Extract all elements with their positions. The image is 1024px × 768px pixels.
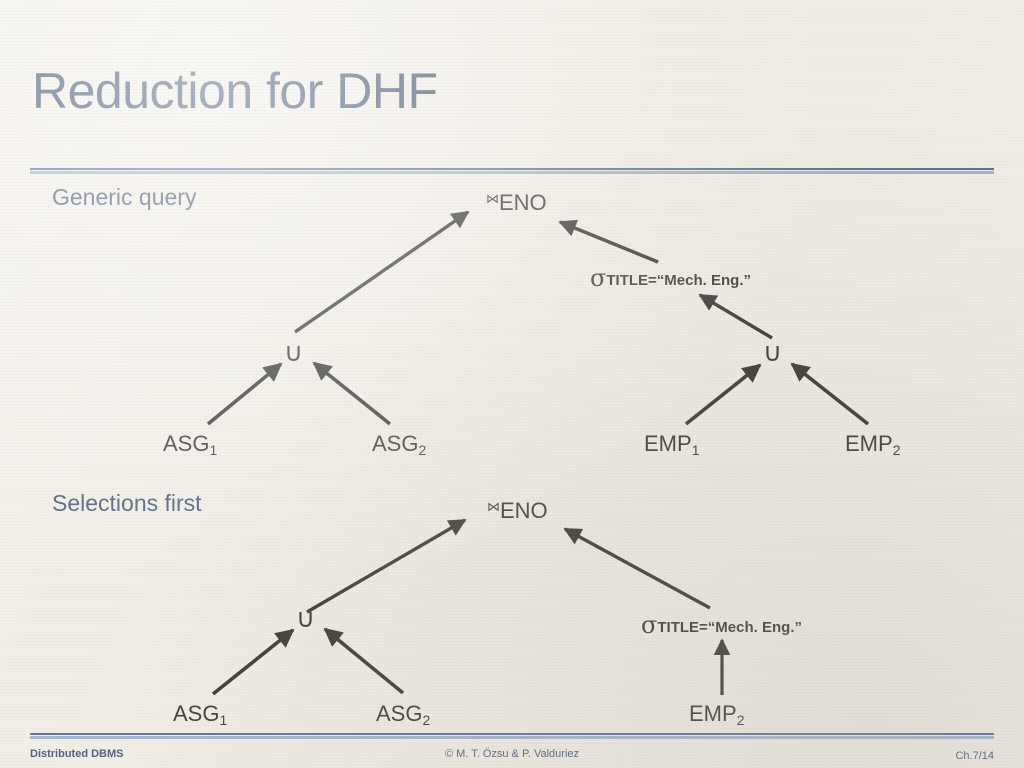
- relation-subscript: 2: [892, 442, 901, 458]
- select-predicate-label: TITLE=“Mech. Eng.”: [657, 619, 802, 636]
- tree-leaf-emp2: EMP2: [689, 701, 745, 728]
- join-attribute-label: ENO: [499, 190, 547, 215]
- page-title: Reduction for DHF: [32, 63, 438, 119]
- edge-generic-asg1-to-union: [206, 362, 283, 426]
- relation-name: EMP: [689, 701, 737, 726]
- sigma-icon: σ: [641, 611, 658, 639]
- footer-page-number: Ch.7/14: [955, 750, 994, 762]
- edge-selections-union-to-join: [306, 518, 467, 614]
- relation-subscript: 1: [209, 442, 218, 458]
- relation-subscript: 1: [691, 442, 700, 458]
- footer-divider: [30, 733, 994, 739]
- section-label-generic-query: Generic query: [52, 184, 197, 210]
- select-predicate-label: TITLE=“Mech. Eng.”: [606, 272, 751, 289]
- footer-copyright: © M. T. Özsu & P. Valduriez: [444, 748, 580, 760]
- union-icon: ∪: [296, 604, 316, 634]
- join-icon: ⋈: [487, 499, 500, 514]
- tree-node-select-title: σTITLE=“Mech. Eng.”: [590, 266, 751, 290]
- edge-generic-emp2-to-union: [790, 362, 870, 426]
- union-icon: ∪: [763, 338, 783, 368]
- relation-name: ASG: [372, 431, 419, 456]
- tree-leaf-asg1: ASG1: [163, 431, 218, 458]
- tree-leaf-emp1: EMP1: [644, 431, 700, 458]
- union-icon: ∪: [284, 338, 304, 368]
- tree-node-select-title: σTITLE=“Mech. Eng.”: [641, 613, 802, 637]
- relation-name: EMP: [644, 431, 692, 456]
- tree-node-join-eno: ⋈ENO: [486, 192, 547, 214]
- tree-node-union-asg: ∪: [296, 606, 315, 632]
- relation-subscript: 2: [418, 442, 427, 458]
- relation-name: ASG: [173, 701, 220, 726]
- join-attribute-label: ENO: [500, 498, 548, 523]
- header-divider-line-light: [30, 171, 994, 174]
- edge-generic-union-right-to-sigma: [698, 293, 773, 340]
- tree-leaf-asg2: ASG2: [372, 431, 427, 458]
- edge-generic-union-left-to-join: [294, 210, 470, 334]
- join-icon: ⋈: [486, 191, 499, 206]
- sigma-icon: σ: [590, 264, 607, 292]
- relation-subscript: 1: [219, 712, 228, 728]
- relation-subscript: 2: [736, 712, 745, 728]
- edge-generic-asg2-to-union: [312, 361, 392, 426]
- edge-selections-sigma-to-join: [563, 527, 711, 610]
- edge-generic-emp1-to-union: [684, 363, 762, 426]
- edge-selections-asg2-to-union: [323, 627, 405, 695]
- section-label-selections-first: Selections first: [52, 490, 202, 516]
- tree-node-union-emp: ∪: [763, 340, 782, 366]
- edge-generic-sigma-to-join: [558, 219, 659, 264]
- tree-node-union-asg: ∪: [284, 340, 303, 366]
- relation-name: EMP: [845, 431, 893, 456]
- footer-divider-line-light: [30, 736, 994, 739]
- relation-name: ASG: [376, 701, 423, 726]
- tree-leaf-emp2: EMP2: [845, 431, 901, 458]
- header-divider: [30, 168, 994, 174]
- tree-node-join-eno: ⋈ENO: [487, 500, 548, 522]
- edge-selections-asg1-to-union: [211, 628, 295, 696]
- relation-subscript: 2: [422, 712, 431, 728]
- tree-leaf-asg1: ASG1: [173, 701, 228, 728]
- relation-name: ASG: [163, 431, 210, 456]
- tree-leaf-asg2: ASG2: [376, 701, 431, 728]
